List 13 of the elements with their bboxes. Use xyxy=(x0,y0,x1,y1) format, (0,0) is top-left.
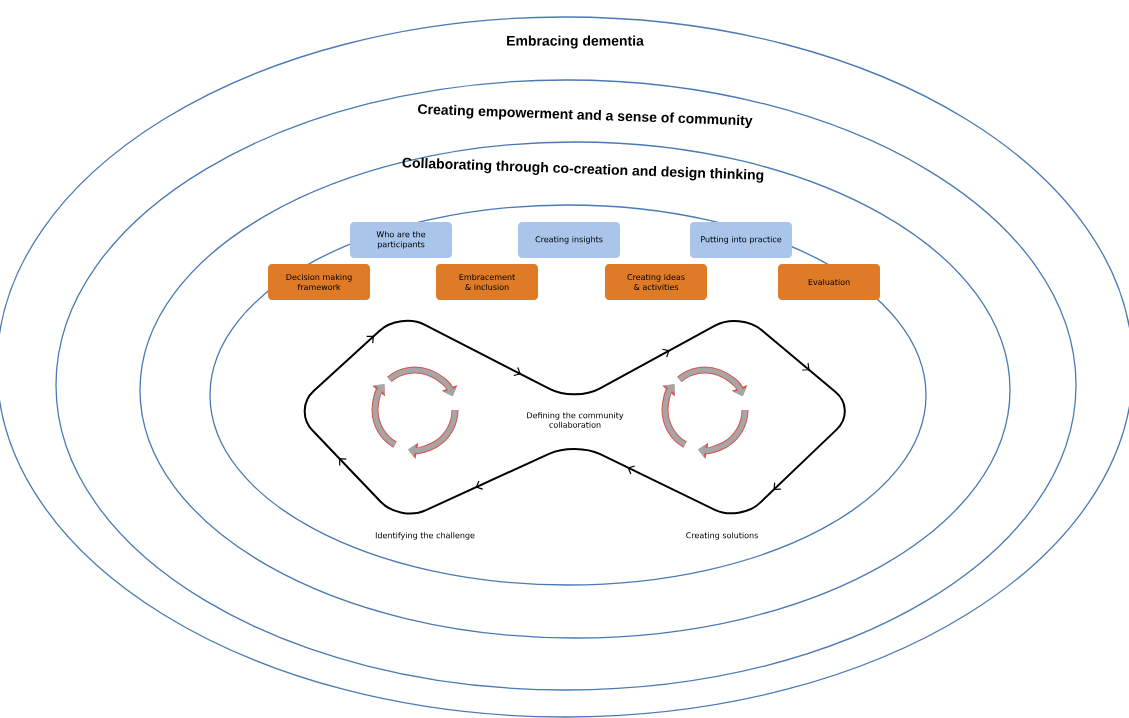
stage-box: Who are the participants xyxy=(350,222,452,258)
stage-box: Embracement & inclusion xyxy=(436,264,538,300)
stage-box: Decision making framework xyxy=(268,264,370,300)
stage-label: Creating solutions xyxy=(686,532,758,540)
stage-box: Creating insights xyxy=(518,222,620,258)
stage-label: Defining the community collaboration xyxy=(527,412,624,428)
stage-box: Evaluation xyxy=(778,264,880,300)
ring-heading: Collaborating through co-creation and design thinking xyxy=(402,157,764,183)
stage-box: Creating ideas & activities xyxy=(605,264,707,300)
stage-box: Putting into practice xyxy=(690,222,792,258)
ring-heading: Creating empowerment and a sense of community xyxy=(418,104,753,129)
stage-label: Identifying the challenge xyxy=(375,532,475,540)
ring-heading: Embracing dementia xyxy=(507,35,644,49)
